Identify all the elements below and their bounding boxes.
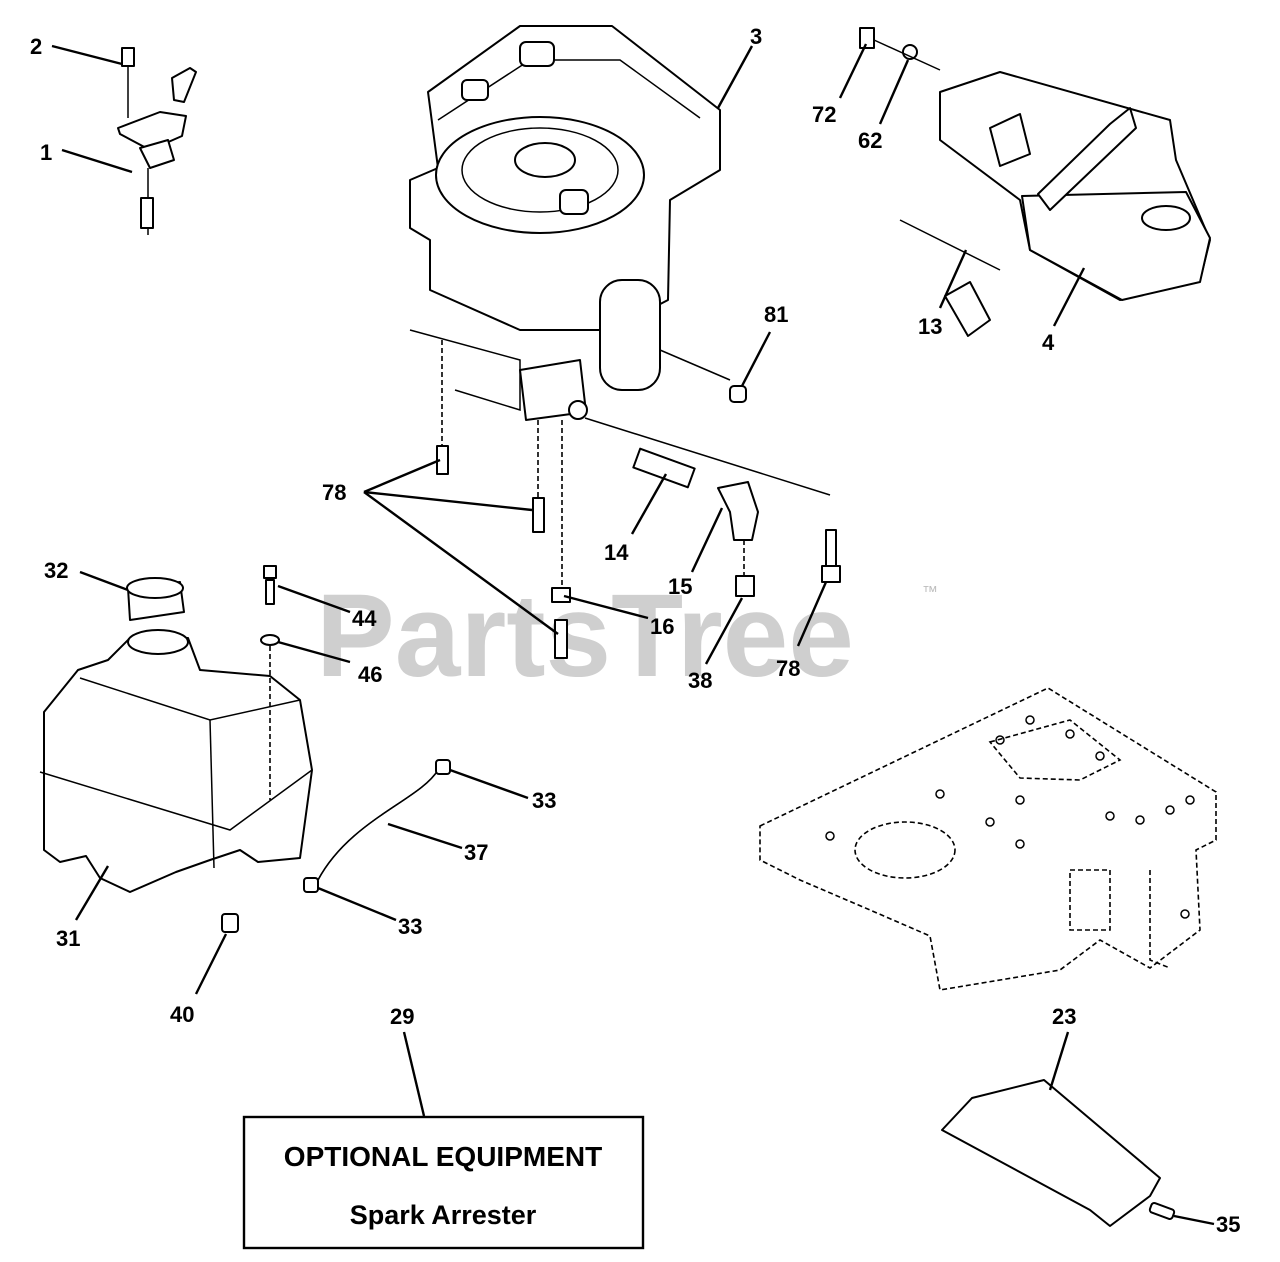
callout-29: 29 [390,1004,414,1029]
callout-14: 14 [604,540,629,565]
callout-13: 13 [918,314,942,339]
watermark-trademark: ™ [922,584,938,601]
callout-31: 31 [56,926,80,951]
callout-78-right: 78 [776,656,800,681]
callout-33-top: 33 [532,788,556,813]
callout-23: 23 [1052,1004,1076,1029]
callout-1: 1 [40,140,52,165]
optional-equipment-subtitle: Spark Arrester [350,1200,537,1230]
callout-44: 44 [352,606,377,631]
callout-2: 2 [30,34,42,59]
fuel-hose-part [303,759,451,893]
muffler-part [859,27,1211,337]
callout-81: 81 [764,302,788,327]
callout-62: 62 [858,128,882,153]
optional-equipment-box: OPTIONAL EQUIPMENT Spark Arrester [242,1115,645,1250]
bolt-44-part [260,565,280,800]
optional-equipment-title: OPTIONAL EQUIPMENT [284,1141,602,1172]
engine-part [409,25,831,590]
fitting-parts [632,447,759,597]
callout-38: 38 [688,668,712,693]
callout-4: 4 [1042,330,1055,355]
bolt-78-right-part [821,529,841,583]
callout-46: 46 [358,662,382,687]
callout-15: 15 [668,574,692,599]
fuel-tank-part [39,577,313,893]
shield-part [941,1079,1176,1227]
callout-32: 32 [44,558,68,583]
bolt-parts [436,445,571,659]
nut-81-part [729,385,747,403]
frame-part [759,687,1217,991]
part-40 [221,913,239,933]
callout-78-left: 78 [322,480,346,505]
callout-40: 40 [170,1002,194,1027]
callout-16: 16 [650,614,674,639]
callout-72: 72 [812,102,836,127]
callout-35: 35 [1216,1212,1240,1237]
watermark-text: PartsTree [316,570,854,702]
callout-37: 37 [464,840,488,865]
callout-3: 3 [750,24,762,49]
throttle-control-part [117,47,197,235]
callout-leaders [51,43,1215,1226]
callout-33-bottom: 33 [398,914,422,939]
